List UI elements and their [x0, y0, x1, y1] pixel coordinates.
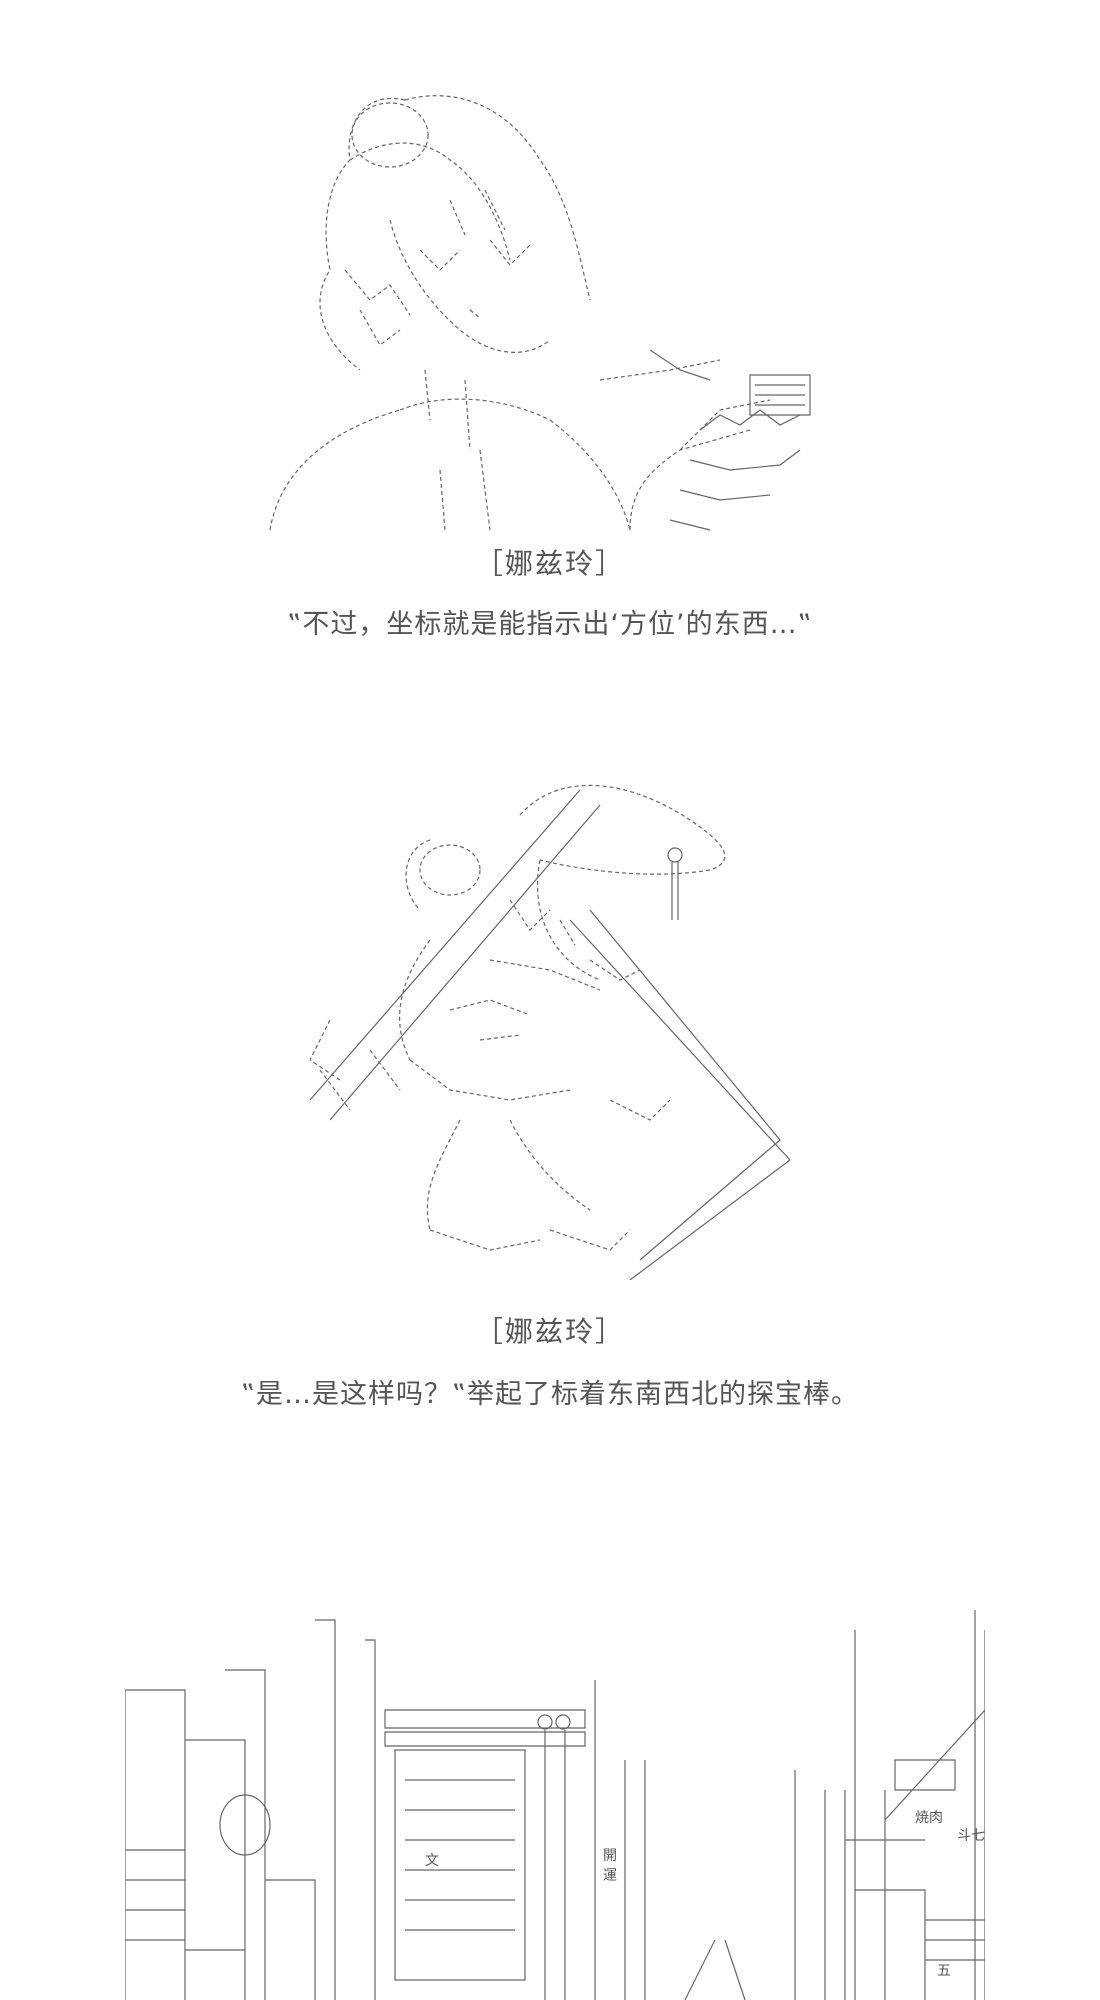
speaker-name: ［娜兹玲］	[474, 547, 625, 580]
sign-wu: 五	[937, 1963, 951, 1979]
girl-with-dowsing-rod-ascii-art	[310, 760, 790, 1280]
dialogue-line: ‟是…是这样吗？‟举起了标着东南西北的探宝棒。	[241, 1379, 859, 1410]
sign-kaiun-1: 開	[603, 1848, 617, 1864]
speaker-name: ［娜兹玲］	[474, 1315, 625, 1348]
sign-dou-qi: 斗七	[957, 1828, 985, 1844]
sign-yakiniku: 焼肉	[915, 1810, 943, 1826]
girl-with-map-ascii-art	[250, 70, 850, 540]
sign-wen: 文	[425, 1853, 439, 1869]
city-street-ascii-art: 開 運 焼肉 斗七 五 文	[125, 1610, 985, 2000]
sign-kaiun-2: 運	[603, 1868, 617, 1884]
dialogue-line: ‟不过，坐标就是能指示出‘方位’的东西…‟	[287, 609, 813, 640]
